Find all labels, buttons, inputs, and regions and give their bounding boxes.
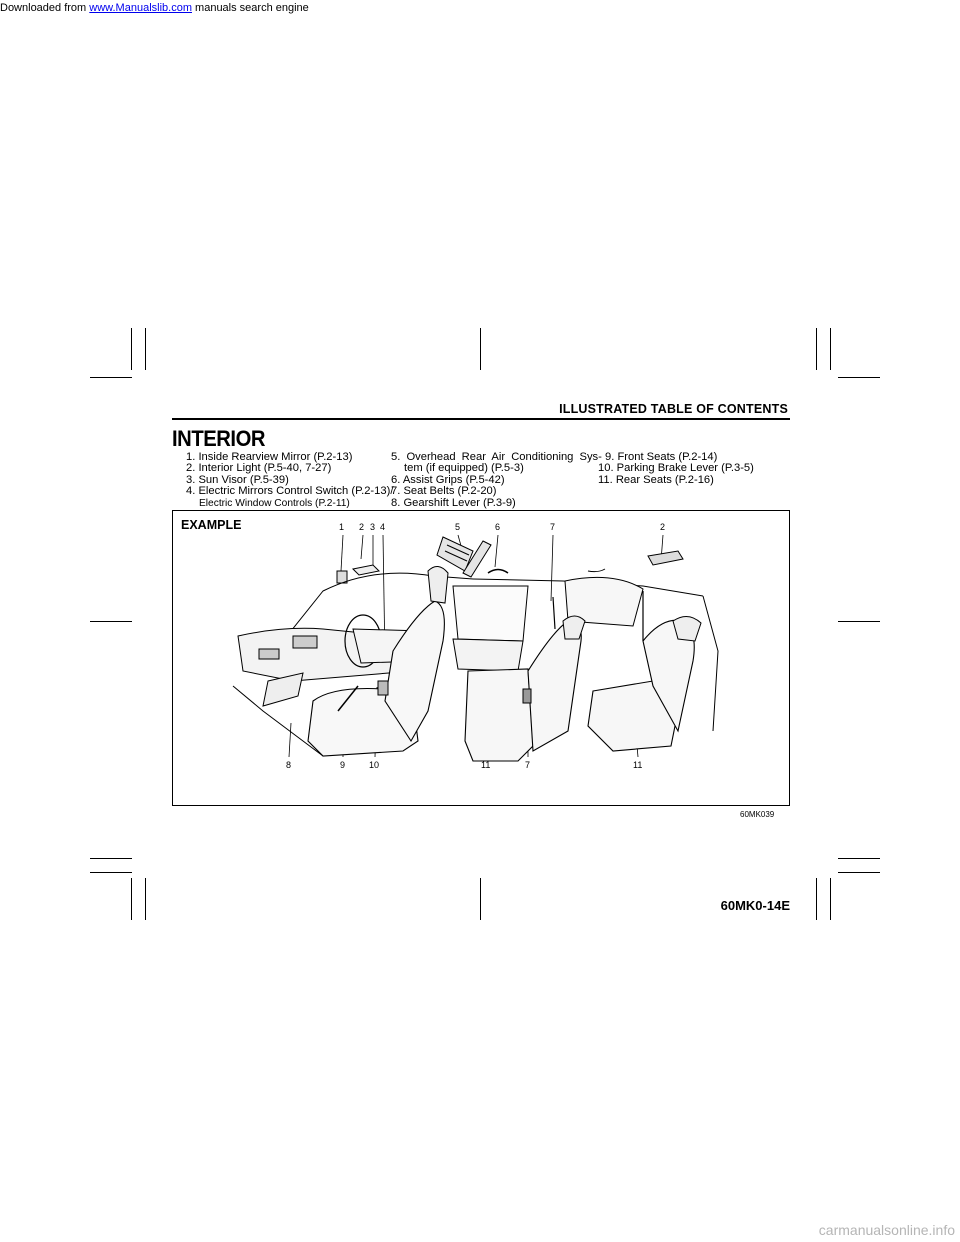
section-title: INTERIOR [172, 426, 266, 451]
callout-10: 10 [369, 760, 380, 770]
legend-item: 4. Electric Mirrors Control Switch (P.2-… [186, 485, 394, 498]
legend-item: 3. Sun Visor (P.5-39) [186, 473, 289, 486]
legend-item: 9. Front Seats (P.2-14) [605, 451, 718, 463]
callout-5: 5 [455, 522, 461, 532]
example-label: EXAMPLE [181, 518, 242, 532]
legend-item: 5. Overhead Rear Air Conditioning Sys- [391, 451, 602, 463]
legend-item: 10. Parking Brake Lever (P.3-5) [598, 462, 754, 475]
callout-8: 8 [286, 760, 292, 770]
header-rule [172, 418, 790, 420]
download-source-line: Downloaded from www.Manualslib.com manua… [0, 2, 309, 14]
watermark: carmanualsonline.info [818, 1222, 955, 1238]
legend-column-3: 9. Front Seats (P.2-14) 10. Parking Brak… [598, 451, 754, 486]
legend-column-2: 5. Overhead Rear Air Conditioning Sys- t… [391, 451, 602, 509]
callout-7-lower: 7 [525, 760, 531, 770]
callout-4: 4 [380, 522, 386, 532]
legend-item: 1. Inside Rearview Mirror (P.2-13) [186, 451, 353, 463]
legend-item: 6. Assist Grips (P.5-42) [391, 473, 505, 486]
callout-1: 1 [339, 522, 345, 532]
interior-figure: EXAMPLE [172, 510, 790, 806]
legend-item: Electric Window Controls (P.2-11) [199, 497, 350, 509]
page-code: 60MK0-14E [720, 898, 790, 913]
figure-code: 60MK039 [740, 810, 775, 819]
legend-item: 11. Rear Seats (P.2-16) [598, 473, 714, 486]
legend-item: 8. Gearshift Lever (P.3-9) [391, 496, 516, 509]
legend-item: 2. Interior Light (P.5-40, 7-27) [186, 462, 332, 475]
callout-11: 11 [481, 760, 491, 770]
callout-9: 9 [340, 760, 346, 770]
callout-11-rear: 11 [633, 760, 643, 770]
callout-6: 6 [495, 522, 501, 532]
legend-item: 7. Seat Belts (P.2-20) [391, 485, 497, 498]
callout-2-rear: 2 [660, 522, 666, 532]
running-header: ILLUSTRATED TABLE OF CONTENTS [559, 402, 788, 416]
manualslib-link[interactable]: www.Manualslib.com [89, 2, 192, 14]
legend-item: tem (if equipped) (P.5-3) [404, 462, 524, 475]
callout-7: 7 [550, 522, 556, 532]
callout-2: 2 [359, 522, 365, 532]
legend-column-1: 1. Inside Rearview Mirror (P.2-13) 2. In… [186, 451, 394, 509]
car-interior-illustration [232, 534, 719, 762]
download-suffix: manuals search engine [191, 2, 309, 14]
download-prefix: Downloaded from [0, 2, 90, 14]
callout-3: 3 [370, 522, 376, 532]
